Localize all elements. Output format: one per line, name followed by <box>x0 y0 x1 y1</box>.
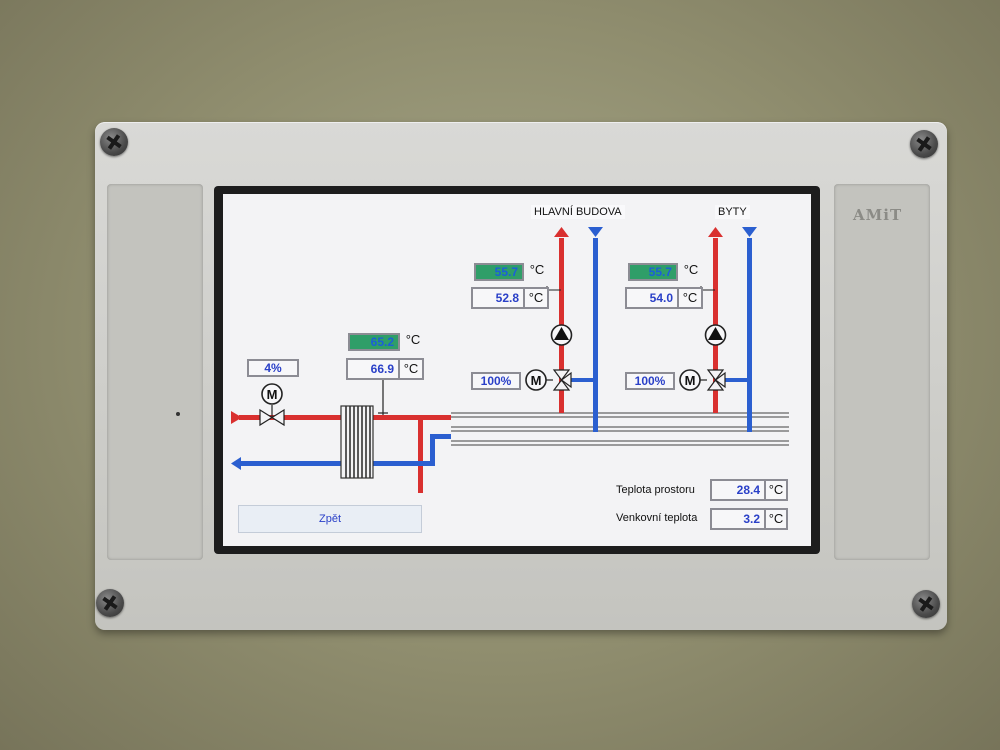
piping-diagram: M M <box>231 227 789 493</box>
outdoor-temperature-unit: °C <box>764 508 788 530</box>
main-building-label: HLAVNÍ BUDOVA <box>531 205 625 219</box>
apartments-actual-temp: 54.0 <box>625 287 679 309</box>
primary-return-pipe <box>231 434 451 470</box>
main-building-return-pipe <box>568 227 603 432</box>
primary-valve-percent[interactable]: 4% <box>247 359 299 377</box>
mixing-valve-icon <box>697 369 726 391</box>
svg-text:M: M <box>267 387 278 402</box>
apartments-valve-percent[interactable]: 100% <box>625 372 675 390</box>
apartments-setpoint[interactable]: 55.7 <box>628 263 678 281</box>
apartments-label: BYTY <box>715 205 750 219</box>
primary-supply-unit: °C <box>405 332 421 347</box>
outdoor-temperature-label: Venkovní teplota <box>616 512 698 524</box>
pump-icon <box>704 324 727 346</box>
right-side-panel <box>834 184 930 560</box>
screw-icon <box>96 589 124 617</box>
primary-supply-temp[interactable]: 65.2 <box>348 333 400 351</box>
room-temperature-label: Teplota prostoru <box>616 484 695 496</box>
outdoor-temperature-value: 3.2 <box>710 508 766 530</box>
main-building-valve-percent[interactable]: 100% <box>471 372 521 390</box>
left-side-panel <box>107 184 203 560</box>
main-building-setpoint[interactable]: 55.7 <box>474 263 524 281</box>
screw-icon <box>100 128 128 156</box>
heat-exchanger-icon <box>340 405 374 479</box>
status-led <box>176 412 180 416</box>
svg-text:M: M <box>685 373 696 388</box>
motor-icon: M <box>525 369 547 391</box>
screw-icon <box>912 590 940 618</box>
screw-icon <box>910 130 938 158</box>
primary-return-unit: °C <box>398 358 424 380</box>
brand-logo: AMiT <box>853 206 903 224</box>
hmi-screen: M M <box>223 194 811 546</box>
mixing-valve-icon <box>543 369 572 391</box>
main-building-actual-temp: 52.8 <box>471 287 525 309</box>
primary-valve-icon <box>259 405 285 427</box>
motor-icon: M <box>679 369 701 391</box>
room-temperature-unit: °C <box>764 479 788 501</box>
pump-icon <box>550 324 573 346</box>
room-temperature-value: 28.4 <box>710 479 766 501</box>
primary-return-temp: 66.9 <box>346 358 400 380</box>
svg-text:M: M <box>531 373 542 388</box>
back-button[interactable]: Zpět <box>238 505 422 533</box>
apartments-actual-unit: °C <box>677 287 703 309</box>
main-building-actual-unit: °C <box>523 287 549 309</box>
apartments-setpoint-unit: °C <box>683 262 699 277</box>
main-building-setpoint-unit: °C <box>529 262 545 277</box>
motor-icon: M <box>261 383 283 405</box>
apartments-return-pipe <box>722 227 757 432</box>
